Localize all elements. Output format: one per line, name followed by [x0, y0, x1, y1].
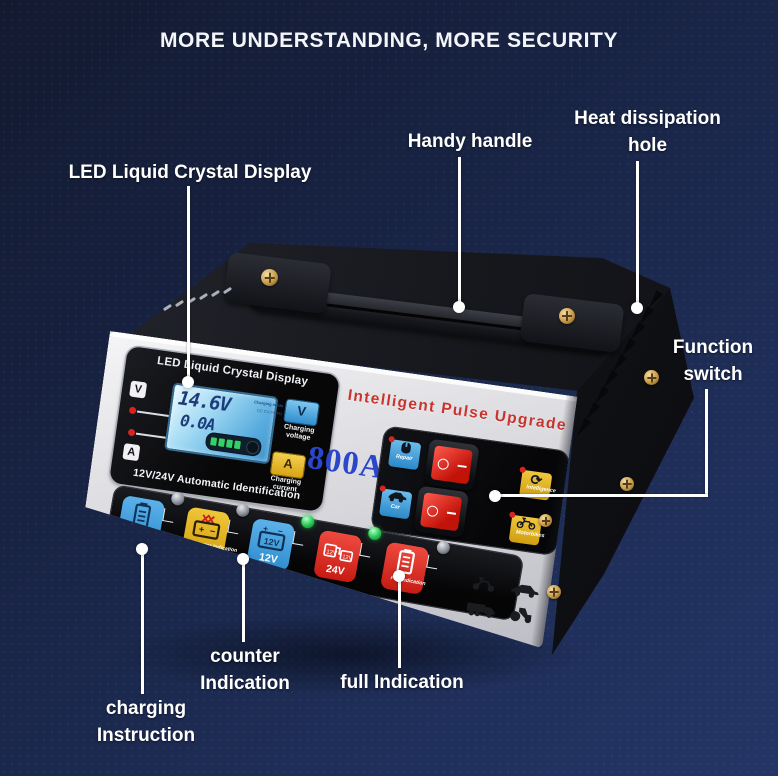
- leader-dot-charging-instruction: [136, 543, 148, 555]
- motorbikes-label: Motorbikes: [515, 528, 545, 539]
- screw-icon: [547, 585, 561, 599]
- voltage-badge: V: [129, 380, 147, 398]
- rocker-switch-top: [424, 439, 480, 492]
- car-icon: [381, 488, 413, 508]
- circuit-trace: [162, 508, 175, 523]
- intelligence-label: Intelligence: [525, 483, 557, 494]
- voltage-glyph: V: [296, 402, 308, 419]
- callout-counter-indication: counter Indication: [200, 646, 290, 694]
- repair-mouse-icon: [389, 439, 421, 459]
- callout-led-display: LED Liquid Crystal Display: [68, 162, 312, 183]
- function-switch-module: Repair ⟳ Intelligence Car Motorbikes: [371, 426, 570, 555]
- callout-heat-dissipation-hole: Heat dissipation hole: [574, 108, 721, 156]
- battery-gauge-icon: [204, 431, 262, 457]
- leader-handy-handle: [458, 157, 461, 307]
- lcd-mode-label: Charging mode: [253, 399, 284, 409]
- svg-text:−: −: [277, 526, 284, 537]
- wire-line: [136, 432, 166, 438]
- circuit-trace: [359, 543, 372, 558]
- leader-dot-led-display: [182, 376, 194, 388]
- callout-handy-handle: Handy handle: [407, 131, 533, 152]
- screw-icon: [644, 370, 659, 385]
- lcd-screen: 14.6V 0.0A Charging mode CC CV FC FU: [164, 382, 278, 464]
- truck-icon: [464, 600, 496, 619]
- lcd-current-readout: 0.0A: [178, 410, 216, 435]
- tractor-icon: [507, 605, 535, 624]
- page-title: MORE UNDERSTANDING, MORE SECURITY: [159, 29, 619, 52]
- callout-charging-instruction: charging Instruction: [96, 698, 196, 746]
- leader-dot-heat-hole: [631, 302, 643, 314]
- circuit-trace: [426, 555, 439, 570]
- leader-led-display: [187, 186, 190, 382]
- callout-function-switch: Function switch: [672, 337, 754, 385]
- battery-24v-icon: 12V 12V: [315, 530, 362, 571]
- motorbike-icon: [470, 576, 498, 593]
- svg-text:+: +: [198, 524, 206, 535]
- repair-mode-icon: Repair: [388, 439, 421, 470]
- current-badge: A: [122, 443, 140, 461]
- rocker-switch-bottom: [413, 486, 469, 539]
- repair-label: Repair: [395, 453, 414, 462]
- leader-dot-full-indication: [393, 570, 405, 582]
- callout-full-indication: full Indication: [340, 672, 464, 693]
- front-panel: LED Liquid Crystal Display V A 14.6V 0.0…: [75, 331, 578, 648]
- svg-text:12V: 12V: [263, 536, 280, 549]
- lcd-module: LED Liquid Crystal Display V A 14.6V 0.0…: [109, 346, 340, 512]
- svg-text:+: +: [262, 523, 269, 534]
- leader-charging-instruction: [141, 548, 144, 694]
- battery-12v-icon: +−12V: [248, 518, 295, 559]
- svg-text:12V: 12V: [342, 554, 353, 562]
- slogan-text: Intelligent Pulse Upgrade: [346, 386, 568, 435]
- motorbike-icon: [510, 515, 542, 535]
- charging-instruction-indicator: Charging Instruction: [116, 495, 166, 549]
- dome-indicator: [170, 491, 185, 506]
- leader-counter-indication: [242, 558, 245, 642]
- full-indication-indicator: Full Indication: [380, 541, 430, 595]
- lcd-stage-labels: CC CV FC FU: [256, 408, 283, 417]
- battery-alert-icon: +−: [183, 506, 230, 547]
- dome-indicator: [235, 503, 250, 518]
- leader-dot-counter-indication: [237, 553, 249, 565]
- battery-icon: [118, 495, 165, 536]
- indicator-dot: [128, 429, 136, 437]
- leader-full-indication: [398, 576, 401, 668]
- circuit-trace: [227, 520, 240, 535]
- screw-icon: [559, 308, 575, 324]
- leader-heat-hole: [636, 161, 639, 308]
- twelve-volt-indicator: +−12V 12V: [246, 518, 296, 572]
- indicator-dot: [129, 406, 137, 414]
- car-icon: [509, 582, 541, 599]
- screw-icon: [620, 477, 634, 491]
- svg-text:12V: 12V: [326, 549, 338, 557]
- counter-indication-indicator: +− Counter Indication: [181, 506, 231, 560]
- leader-dot-handy-handle: [453, 301, 465, 313]
- leader-function-switch-horizontal: [497, 494, 708, 497]
- leader-dot-function-switch: [489, 490, 501, 502]
- wire-line: [137, 410, 169, 416]
- circuit-trace: [292, 531, 305, 546]
- vehicle-silhouettes: [461, 571, 543, 629]
- indicator-label: Charging Instruction: [126, 527, 178, 543]
- car-label: Car: [390, 502, 401, 511]
- leader-function-switch-vertical: [705, 389, 708, 497]
- car-mode-icon: Car: [379, 488, 412, 519]
- battery-full-icon: [382, 541, 429, 582]
- screw-icon: [261, 269, 278, 286]
- screw-icon: [539, 514, 552, 527]
- svg-text:−: −: [209, 526, 217, 537]
- dome-indicator: [436, 540, 451, 555]
- motorbikes-mode-icon: Motorbikes: [509, 515, 542, 546]
- green-led-indicator: [300, 514, 315, 529]
